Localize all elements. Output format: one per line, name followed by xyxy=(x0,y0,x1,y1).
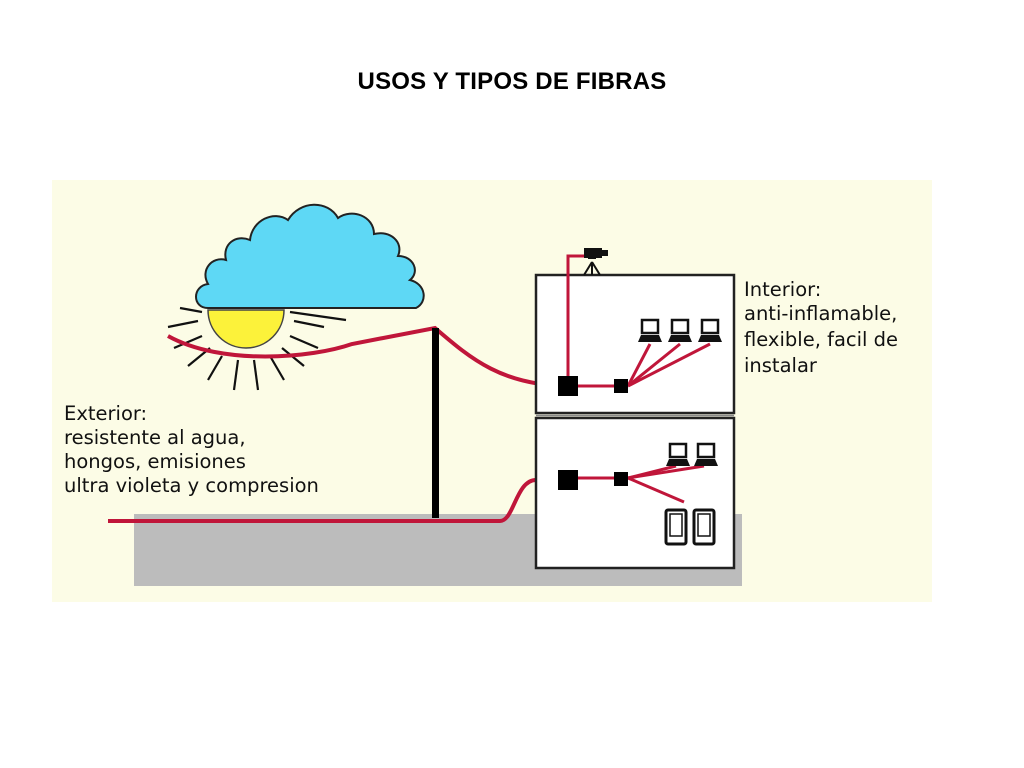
computer-icon xyxy=(668,318,692,342)
splice-box-bottom xyxy=(558,470,578,490)
cloud-icon xyxy=(195,203,425,309)
exterior-heading: Exterior: xyxy=(64,402,147,425)
computer-icon xyxy=(698,318,722,342)
exterior-label: Exterior: resistente al agua, hongos, em… xyxy=(64,402,319,497)
interior-heading: Interior: xyxy=(744,278,821,301)
exterior-line: resistente al agua, xyxy=(64,426,246,449)
exterior-line: hongos, emisiones xyxy=(64,450,246,473)
fiber-uses-diagram: Exterior: resistente al agua, hongos, em… xyxy=(52,180,932,602)
interior-label: Interior: anti-inflamable, flexible, fac… xyxy=(744,278,898,377)
server-icon xyxy=(664,508,688,546)
exterior-line: ultra violeta y compresion xyxy=(64,474,319,497)
computer-icon xyxy=(694,442,718,466)
distribution-box-top xyxy=(614,379,628,393)
interior-line: instalar xyxy=(744,354,818,377)
aerial-cable xyxy=(167,325,571,388)
slide-title: USOS Y TIPOS DE FIBRAS xyxy=(357,68,667,95)
interior-line: flexible, facil de xyxy=(744,328,898,351)
utility-pole xyxy=(432,328,439,518)
server-icon xyxy=(692,508,716,546)
computer-icon xyxy=(666,442,690,466)
interior-line: anti-inflamable, xyxy=(744,302,897,325)
computer-icon xyxy=(638,318,662,342)
distribution-box-bottom xyxy=(614,472,628,486)
antenna-icon xyxy=(583,248,608,276)
splice-box-top xyxy=(558,376,578,396)
